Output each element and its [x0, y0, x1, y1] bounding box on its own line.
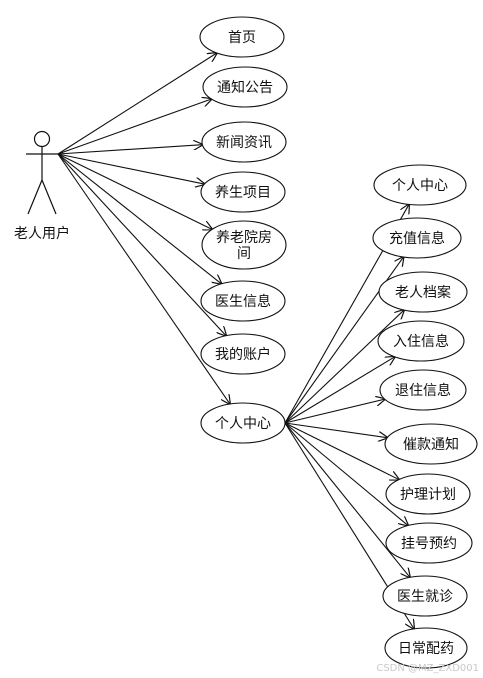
actor-label: 老人用户 — [14, 225, 70, 242]
personal-center-case-recharge: 充值信息 — [372, 217, 462, 259]
actor-old-user: 老人用户 — [14, 130, 70, 242]
actor-head — [33, 130, 51, 148]
use-case-ellipse — [201, 220, 287, 270]
personal-center-case-daily_medicine: 日常配药 — [384, 627, 468, 669]
edge-to-room — [57, 153, 212, 229]
use-case-notice: 通知公告 — [202, 66, 288, 108]
use-case-label: 养老院房 — [216, 230, 272, 246]
use-case-ellipse — [199, 16, 285, 58]
edge-to-news — [57, 145, 202, 155]
personal-center-case-ellipse — [372, 217, 462, 259]
use-case-home: 首页 — [199, 16, 285, 58]
use-case-personal_center: 个人中心 — [200, 402, 286, 444]
personal-center-case-elder_file: 老人档案 — [378, 271, 468, 313]
use-case-ellipse — [200, 171, 286, 213]
edge-personal-center-to-payment_notice — [284, 422, 387, 438]
use-case-news: 新闻资讯 — [201, 121, 287, 163]
personal-center-case-label: 入住信息 — [393, 333, 449, 350]
personal-center-case-ellipse — [377, 320, 465, 362]
personal-center-case-label: 日常配药 — [398, 641, 454, 657]
edge-to-home — [57, 53, 217, 155]
edge-to-personal_center — [57, 153, 230, 404]
edges — [57, 53, 414, 629]
use-case-ellipse — [201, 121, 287, 163]
personal-center-case-label: 充值信息 — [389, 230, 445, 247]
use-case-health_project: 养生项目 — [200, 171, 286, 213]
use-case-label: 首页 — [228, 30, 256, 46]
personal-center-case-ellipse — [385, 522, 473, 564]
personal-center-case-pc_center: 个人中心 — [373, 164, 467, 206]
use-case-nodes: 首页通知公告新闻资讯养生项目养老院房间医生信息我的账户个人中心个人中心充值信息老… — [199, 16, 478, 669]
use-case-label: 新闻资讯 — [216, 135, 272, 151]
personal-center-case-label: 老人档案 — [395, 284, 451, 301]
personal-center-case-label: 催款通知 — [403, 436, 459, 453]
personal-center-case-ellipse — [373, 164, 467, 206]
use-case-label: 我的账户 — [215, 346, 271, 363]
edge-personal-center-to-care_plan — [284, 422, 399, 480]
use-case-ellipse — [200, 280, 286, 322]
edge-personal-center-to-elder_file — [284, 310, 404, 424]
watermark: CSDN @MZ_ZXD001 — [376, 663, 479, 674]
personal-center-case-label: 退住信息 — [395, 382, 451, 399]
personal-center-case-ellipse — [384, 423, 478, 465]
edge-to-notice — [57, 99, 211, 155]
edge-to-account — [57, 153, 226, 336]
personal-center-case-ellipse — [378, 271, 468, 313]
edge-personal-center-to-checkout — [284, 399, 385, 424]
personal-center-case-appointment: 挂号预约 — [385, 522, 473, 564]
edge-to-doctor_info — [57, 153, 221, 284]
personal-center-case-ellipse — [384, 627, 468, 669]
use-case-account: 我的账户 — [200, 333, 286, 375]
personal-center-case-checkout: 退住信息 — [379, 369, 467, 411]
actor-leg-left — [27, 179, 43, 215]
edge-personal-center-to-appointment — [284, 422, 408, 526]
use-case-label: 个人中心 — [215, 416, 271, 432]
personal-center-case-label: 挂号预约 — [401, 536, 457, 552]
personal-center-case-ellipse — [379, 369, 467, 411]
personal-center-case-label: 个人中心 — [392, 178, 448, 194]
use-case-doctor_info: 医生信息 — [200, 280, 286, 322]
edge-to-health_project — [57, 153, 204, 184]
personal-center-case-ellipse — [382, 575, 468, 617]
personal-center-case-ellipse — [385, 473, 471, 515]
use-case-ellipse — [202, 66, 288, 108]
use-case-ellipse — [200, 402, 286, 444]
personal-center-case-care_plan: 护理计划 — [385, 473, 471, 515]
personal-center-case-label: 护理计划 — [400, 487, 456, 503]
use-case-label: 养生项目 — [215, 185, 271, 201]
actor-leg-right — [41, 179, 57, 215]
use-case-label: 间 — [237, 246, 251, 262]
personal-center-case-checkin: 入住信息 — [377, 320, 465, 362]
personal-center-case-doctor_visit: 医生就诊 — [382, 575, 468, 617]
use-case-label: 通知公告 — [217, 79, 273, 96]
edge-personal-center-to-checkin — [284, 357, 395, 424]
use-case-label: 医生信息 — [215, 293, 271, 310]
edge-personal-center-to-doctor_visit — [284, 422, 410, 577]
personal-center-case-payment_notice: 催款通知 — [384, 423, 478, 465]
use-case-ellipse — [200, 333, 286, 375]
personal-center-case-label: 医生就诊 — [397, 589, 453, 605]
